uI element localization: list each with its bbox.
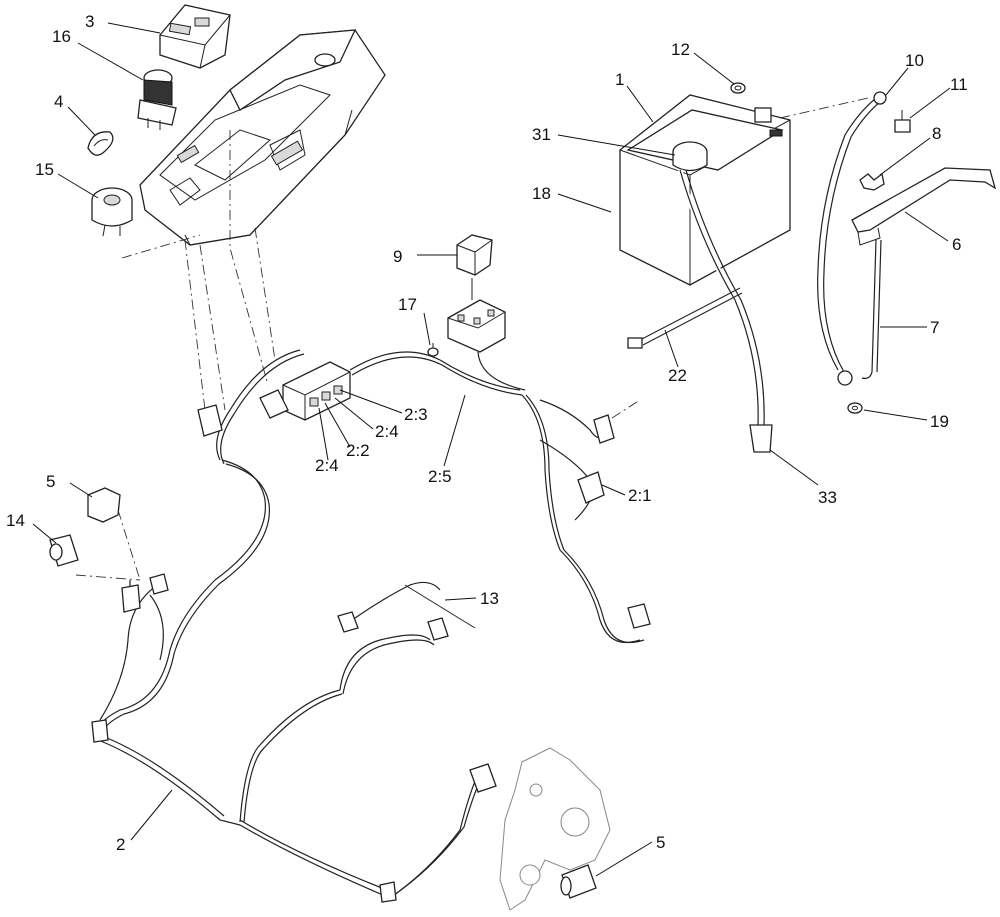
callout-14: 14	[6, 511, 25, 530]
callout-8: 8	[932, 124, 941, 143]
callout-9: 9	[393, 247, 402, 266]
callout-2-2: 2:2	[346, 441, 370, 460]
callout-labels: 3 16 4 15 1 12 10 11 8 31 18 6 7 19 22 3…	[6, 12, 968, 854]
seat-switch	[49, 534, 141, 581]
callout-1: 1	[615, 70, 624, 89]
wing-nut	[859, 172, 885, 191]
washer	[847, 402, 863, 414]
brake-switch	[560, 864, 597, 899]
callout-17: 17	[398, 295, 417, 314]
terminal-cover	[672, 141, 708, 172]
callout-33: 33	[818, 488, 837, 507]
connector-2-1	[577, 471, 605, 504]
brake-bracket	[499, 747, 611, 911]
callout-19: 19	[930, 412, 949, 431]
key-switch	[91, 187, 133, 237]
callout-5-bottom: 5	[656, 833, 665, 852]
connector-left-block	[197, 389, 289, 437]
connector-lower-right	[627, 603, 651, 629]
callout-2-1: 2:1	[628, 486, 652, 505]
battery-cable	[677, 169, 773, 453]
callout-7: 7	[930, 318, 939, 337]
callout-2-3: 2:3	[404, 405, 428, 424]
callout-5-left: 5	[46, 472, 55, 491]
clip-floor	[91, 719, 397, 903]
callout-2-5: 2:5	[428, 467, 452, 486]
battery-hold-down	[851, 167, 997, 246]
fuse-block	[282, 361, 351, 421]
callout-22: 22	[668, 366, 687, 385]
callout-31: 31	[532, 125, 551, 144]
console-panel	[139, 29, 386, 246]
callout-2-4-left: 2:4	[315, 456, 339, 475]
callout-2-4-right: 2:4	[375, 422, 399, 441]
callout-2: 2	[116, 835, 125, 854]
retaining-clip	[87, 131, 114, 156]
screw	[427, 343, 439, 357]
connector-5-14	[121, 573, 169, 613]
cable-tie	[627, 287, 743, 349]
callout-10: 10	[905, 51, 924, 70]
callout-4: 4	[54, 92, 63, 111]
connector-13	[337, 611, 449, 641]
battery	[619, 94, 791, 286]
callout-18: 18	[532, 184, 551, 203]
callout-6: 6	[952, 235, 961, 254]
leader-lines	[32, 22, 951, 877]
callout-12: 12	[671, 40, 690, 59]
ground-cable	[779, 91, 887, 386]
relay	[456, 234, 493, 300]
assembly-lines	[121, 130, 276, 411]
callout-3: 3	[85, 12, 94, 31]
callout-11: 11	[950, 75, 968, 94]
wire-harness	[97, 349, 645, 899]
relay-left	[87, 487, 141, 581]
connector-right	[593, 399, 641, 444]
callout-16: 16	[52, 27, 71, 46]
nut	[730, 82, 746, 94]
connector-bottom	[469, 763, 497, 793]
relay-socket	[447, 299, 506, 353]
switch	[137, 69, 177, 130]
hold-down-rod	[861, 239, 882, 379]
callout-15: 15	[35, 160, 54, 179]
callout-13: 13	[480, 589, 499, 608]
hour-meter	[159, 4, 231, 69]
bolt	[894, 110, 911, 133]
